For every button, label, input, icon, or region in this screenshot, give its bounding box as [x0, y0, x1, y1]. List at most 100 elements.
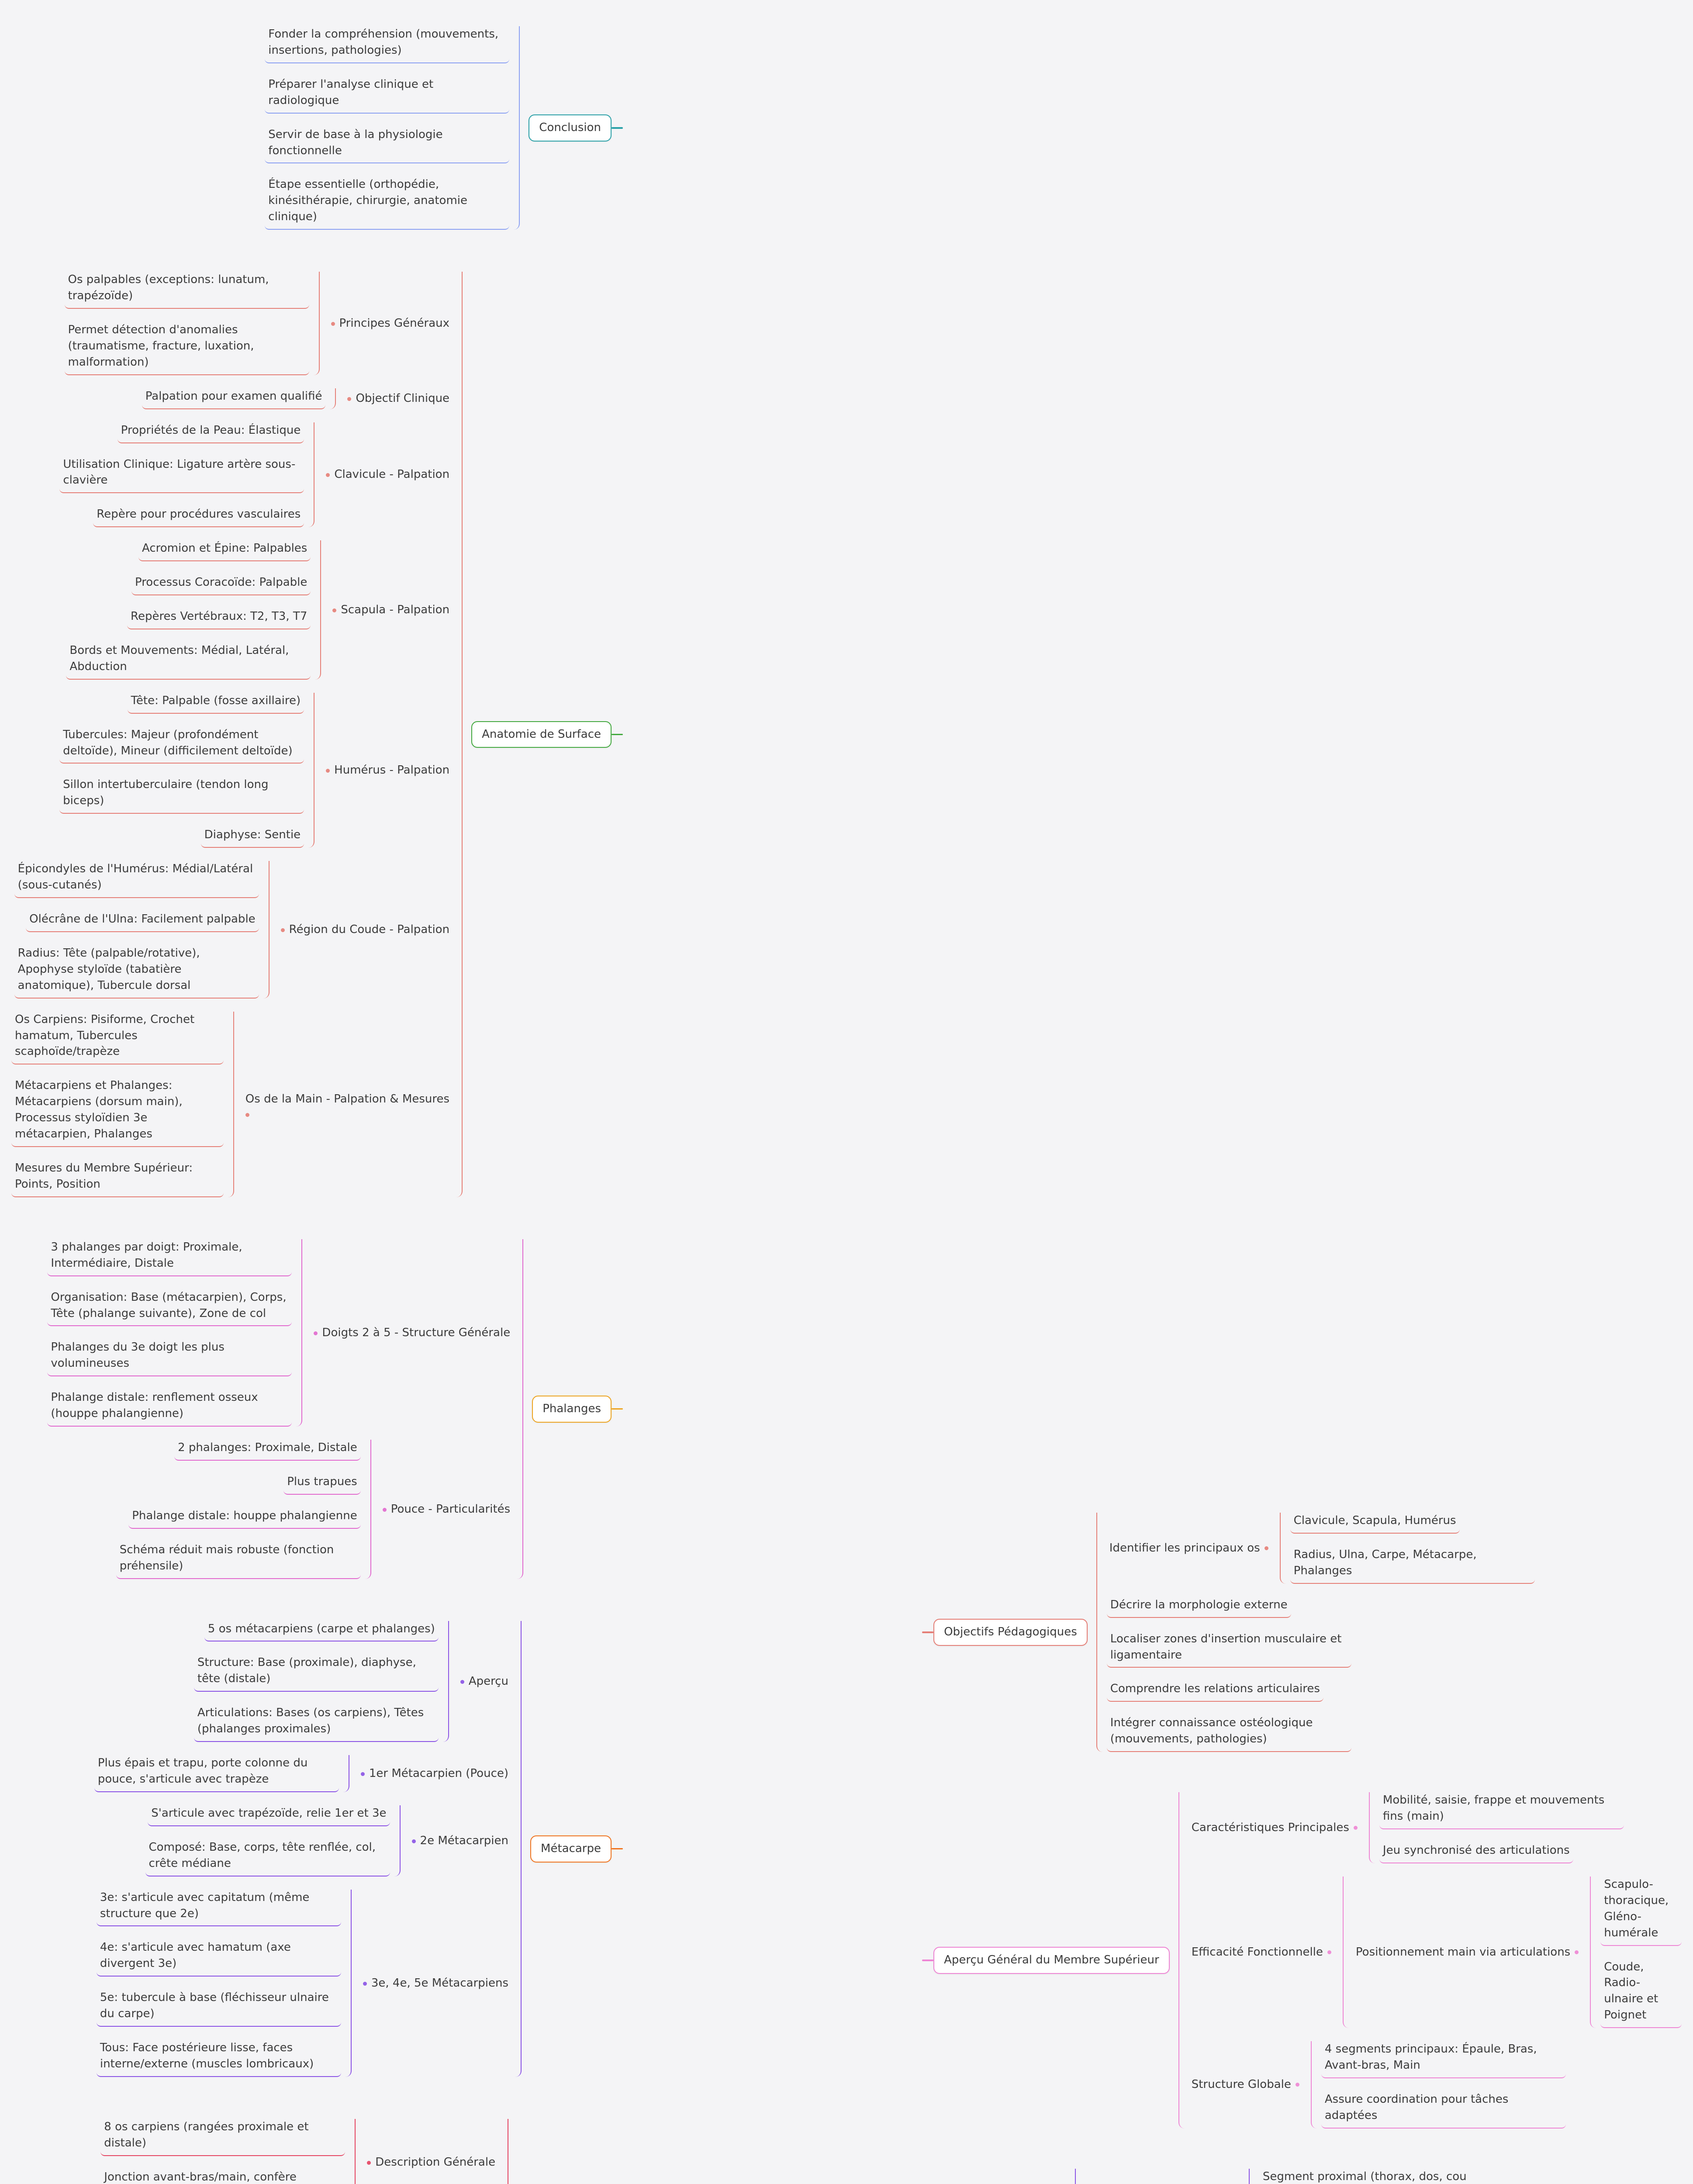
children-group: Définition et LocalisationSegment proxim…	[1075, 2168, 1504, 2184]
leaf-tous-face-posterieure-lisse-faces-interne-: Tous: Face postérieure lisse, faces inte…	[96, 2040, 341, 2077]
leaf-s-articule-avec-trapezoide-relie-1er-et-3e: S'articule avec trapézoïde, relie 1er et…	[148, 1805, 390, 1826]
topic-3e-4e-5e-metacarpiens[interactable]: 3e, 4e, 5e Métacarpiens	[360, 1975, 511, 1992]
topic-2e-metacarpien[interactable]: 2e Métacarpien	[409, 1832, 511, 1849]
children-group: Positionnement main via articulations Sca…	[1342, 1876, 1682, 2028]
leaf-phalange-distale-houppe-phalangienne: Phalange distale: houppe phalangienne	[128, 1508, 361, 1529]
leaf-preparer-l-analyse-clinique-et-radiologiqu: Préparer l'analyse clinique et radiologi…	[265, 76, 510, 114]
leaf-schema-reduit-mais-robuste-fonction-prehen: Schéma réduit mais robuste (fonction pré…	[116, 1542, 361, 1579]
leaf-phalange-distale-renflement-osseux-houppe-: Phalange distale: renflement osseux (hou…	[47, 1389, 292, 1427]
children-group: 3 phalanges par doigt: Proximale, Interm…	[47, 1239, 303, 1427]
children-group: Os Carpiens: Pisiforme, Crochet hamatum,…	[11, 1011, 234, 1197]
children-group: Mobilité, saisie, frappe et mouvements f…	[1368, 1792, 1624, 1863]
leaf-assure-coordination-pour-taches-adaptees: Assure coordination pour tâches adaptées	[1321, 2091, 1566, 2129]
right-branches-column: Objectifs Pédagogiques Identifier les pri…	[922, 1513, 1682, 2184]
leaf-fonder-la-comprehension-mouvements-inserti: Fonder la compréhension (mouvements, ins…	[265, 26, 510, 63]
leaf-clavicule-scapula-humerus: Clavicule, Scapula, Humérus	[1290, 1513, 1460, 1534]
topic-caracteristiques-principales[interactable]: Caractéristiques Principales	[1189, 1819, 1360, 1836]
leaf-8-os-carpiens-rangees-proximale-et-distale: 8 os carpiens (rangées proximale et dist…	[100, 2119, 346, 2156]
topic-apercu[interactable]: Aperçu	[458, 1673, 511, 1690]
leaf-olecrane-de-l-ulna-facilement-palpable: Olécrâne de l'Ulna: Facilement palpable	[26, 911, 259, 932]
leaf-utilisation-clinique-ligature-artere-sous-: Utilisation Clinique: Ligature artère so…	[59, 456, 304, 494]
branch-phalanges[interactable]: Phalanges	[532, 1395, 612, 1423]
branch-connector	[612, 1408, 623, 1410]
children-group: Palpation pour examen qualifié	[142, 388, 336, 409]
topic-scapula-palpation[interactable]: Scapula - Palpation	[330, 601, 452, 619]
topic-identifier-les-principaux-os[interactable]: Identifier les principaux os	[1107, 1540, 1271, 1557]
children-group: Caractéristiques Principales Mobilité, sa…	[1178, 1792, 1682, 2129]
children-group: Doigts 2 à 5 - Structure Générale 3 phala…	[47, 1239, 524, 1579]
left-branches-column: Conclusion Fonder la compréhension (mouve…	[11, 26, 623, 2184]
branch-connector	[922, 1631, 934, 1633]
topic-efficacite-fonctionnelle[interactable]: Efficacité Fonctionnelle	[1189, 1944, 1334, 1961]
topic-1er-metacarpien-pouce[interactable]: 1er Métacarpien (Pouce)	[358, 1765, 511, 1782]
topic-clavicule-palpation[interactable]: Clavicule - Palpation	[323, 466, 452, 483]
branch-connector	[612, 127, 623, 129]
topic-positionnement-main-via-articulations[interactable]: Positionnement main via articulations	[1353, 1944, 1581, 1961]
children-group: 4 segments principaux: Épaule, Bras, Ava…	[1310, 2041, 1566, 2129]
children-group: Identifier les principaux os Clavicule, S…	[1096, 1513, 1535, 1752]
leaf-3e-s-articule-avec-capitatum-meme-structur: 3e: s'articule avec capitatum (même stru…	[96, 1890, 341, 1927]
branch-connector	[612, 1848, 623, 1850]
leaf-comprendre-les-relations-articulaires: Comprendre les relations articulaires	[1106, 1681, 1323, 1702]
leaf-integrer-connaissance-osteologique-mouveme: Intégrer connaissance ostéologique (mouv…	[1106, 1715, 1351, 1752]
children-group: Principes Généraux Os palpables (exceptio…	[11, 272, 463, 1197]
topic-doigts-2-a-5-structure-generale[interactable]: Doigts 2 à 5 - Structure Générale	[311, 1324, 513, 1341]
cluster-segment-1-epaule: Segment 1 - ÉpauleDéfinition et Localisa…	[922, 2168, 1504, 2184]
leaf-structure-base-proximale-diaphyse-tete-dis: Structure: Base (proximale), diaphyse, t…	[193, 1655, 439, 1692]
leaf-segment-proximal-thorax-dos-cou-lateral-in: Segment proximal (thorax, dos, cou latér…	[1259, 2169, 1504, 2184]
topic-pouce-particularites[interactable]: Pouce - Particularités	[380, 1501, 513, 1518]
topic-region-du-coude-palpation[interactable]: Région du Coude - Palpation	[278, 921, 452, 938]
leaf-proprietes-de-la-peau-elastique: Propriétés de la Peau: Élastique	[117, 422, 304, 443]
cluster-objectifs-pedagogiques: Objectifs Pédagogiques Identifier les pri…	[922, 1513, 1535, 1752]
branch-metacarpe[interactable]: Métacarpe	[530, 1835, 612, 1863]
leaf-2-phalanges-proximale-distale: 2 phalanges: Proximale, Distale	[174, 1440, 361, 1461]
topic-os-de-la-main-palpation-mesures[interactable]: Os de la Main - Palpation & Mesures	[243, 1091, 452, 1118]
topic-structure-globale[interactable]: Structure Globale	[1189, 2076, 1302, 2093]
leaf-radius-ulna-carpe-metacarpe-phalanges: Radius, Ulna, Carpe, Métacarpe, Phalange…	[1290, 1547, 1535, 1584]
leaf-permet-detection-d-anomalies-traumatisme-f: Permet détection d'anomalies (traumatism…	[64, 322, 309, 375]
topic-principes-generaux[interactable]: Principes Généraux	[328, 315, 453, 332]
leaf-phalanges-du-3e-doigt-les-plus-volumineuse: Phalanges du 3e doigt les plus volumineu…	[47, 1339, 292, 1377]
children-group: Tête: Palpable (fosse axillaire)Tubercul…	[59, 692, 315, 848]
topic-humerus-palpation[interactable]: Humérus - Palpation	[323, 762, 452, 779]
cluster-phalanges: Phalanges Doigts 2 à 5 - Structure Généra…	[47, 1239, 623, 1579]
children-group: Aperçu 5 os métacarpiens (carpe et phalan…	[94, 1621, 522, 2077]
leaf-compose-base-corps-tete-renflee-col-crete-: Composé: Base, corps, tête renflée, col,…	[145, 1839, 390, 1876]
leaf-4-segments-principaux-epaule-bras-avant-br: 4 segments principaux: Épaule, Bras, Ava…	[1321, 2041, 1566, 2078]
leaf-repere-pour-procedures-vasculaires: Repère pour procédures vasculaires	[93, 506, 304, 528]
leaf-articulations-bases-os-carpiens-tetes-phal: Articulations: Bases (os carpiens), Tête…	[193, 1705, 439, 1742]
branch-connector	[612, 733, 623, 736]
leaf-reperes-vertebraux-t2-t3-t7: Repères Vertébraux: T2, T3, T7	[127, 608, 311, 629]
leaf-jonction-avant-bras-main-confere-flexibili: Jonction avant-bras/main, confère flexib…	[100, 2169, 345, 2184]
leaf-decrire-la-morphologie-externe: Décrire la morphologie externe	[1106, 1597, 1291, 1618]
branch-anatomie-de-surface[interactable]: Anatomie de Surface	[471, 721, 612, 748]
children-group: Description Générale 8 os carpiens (rangé…	[11, 2118, 509, 2184]
branch-apercu-general-du-membre-superieur[interactable]: Aperçu Général du Membre Supérieur	[933, 1947, 1170, 1974]
leaf-acromion-et-epine-palpables: Acromion et Épine: Palpables	[138, 540, 311, 562]
leaf-etape-essentielle-orthopedie-kinesitherapi: Étape essentielle (orthopédie, kinésithé…	[265, 176, 510, 230]
cluster-apercu-general-du-membre-superieur: Aperçu Général du Membre Supérieur Caract…	[922, 1792, 1682, 2129]
leaf-processus-coracoide-palpable: Processus Coracoïde: Palpable	[131, 574, 311, 596]
topic-description-generale[interactable]: Description Générale	[364, 2154, 498, 2171]
leaf-scapulo-thoracique-gleno-humerale: Scapulo-thoracique, Gléno-humérale	[1600, 1876, 1682, 1946]
branch-connector	[922, 1959, 934, 1961]
children-group: 5 os métacarpiens (carpe et phalanges)St…	[193, 1621, 449, 1742]
topic-objectif-clinique[interactable]: Objectif Clinique	[345, 390, 452, 407]
leaf-organisation-base-metacarpien-corps-tete-p: Organisation: Base (métacarpien), Corps,…	[47, 1289, 292, 1327]
branch-objectifs-pedagogiques[interactable]: Objectifs Pédagogiques	[933, 1619, 1088, 1646]
leaf-4e-s-articule-avec-hamatum-axe-divergent-3: 4e: s'articule avec hamatum (axe diverge…	[96, 1939, 341, 1977]
children-group: Fonder la compréhension (mouvements, ins…	[265, 26, 520, 230]
leaf-diaphyse-sentie: Diaphyse: Sentie	[200, 827, 304, 848]
leaf-localiser-zones-d-insertion-musculaire-et-: Localiser zones d'insertion musculaire e…	[1106, 1631, 1351, 1668]
leaf-os-carpiens-pisiforme-crochet-hamatum-tube: Os Carpiens: Pisiforme, Crochet hamatum,…	[11, 1012, 224, 1065]
leaf-palpation-pour-examen-qualifie: Palpation pour examen qualifié	[142, 388, 326, 409]
children-group: Os palpables (exceptions: lunatum, trapé…	[64, 272, 320, 375]
branch-conclusion[interactable]: Conclusion	[529, 114, 612, 142]
cluster-conclusion: Conclusion Fonder la compréhension (mouve…	[265, 26, 623, 230]
cluster-anatomie-de-surface: Anatomie de Surface Principes Généraux Os …	[11, 272, 623, 1197]
